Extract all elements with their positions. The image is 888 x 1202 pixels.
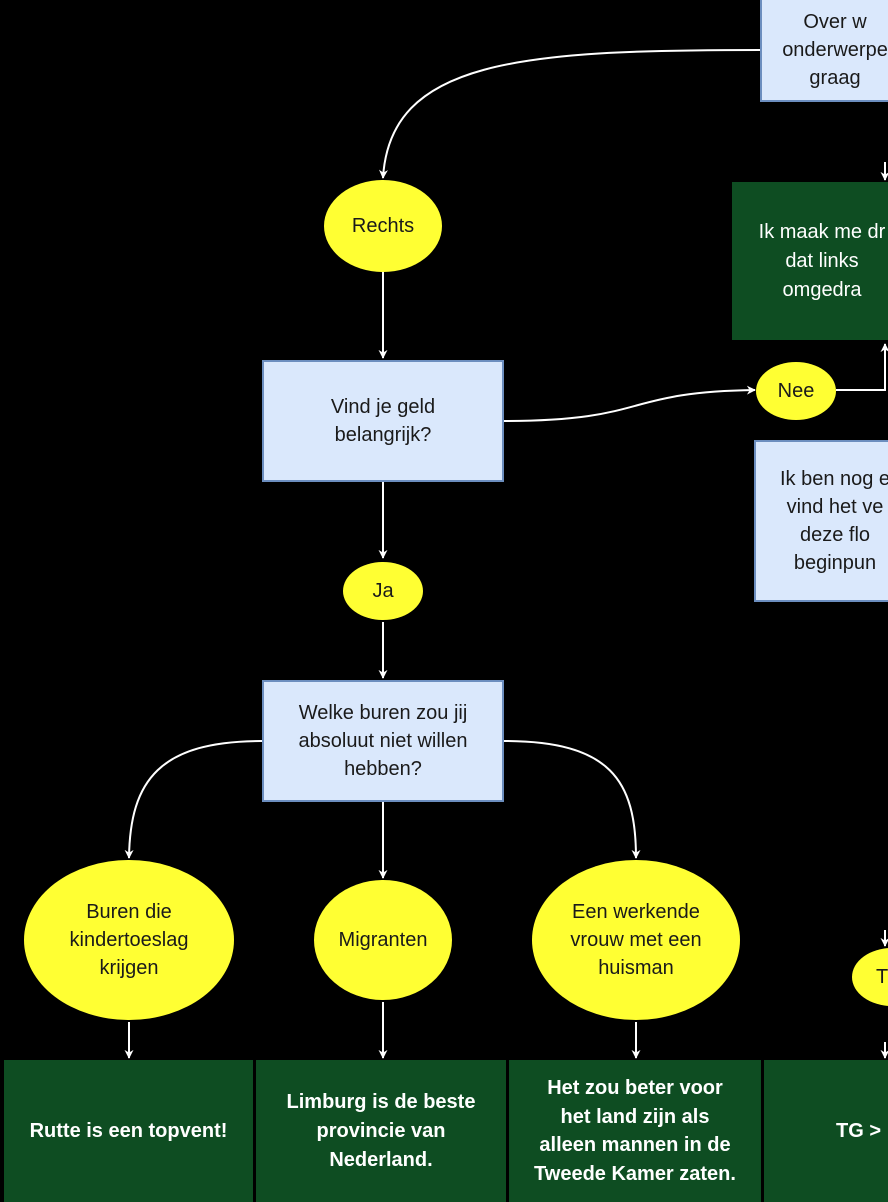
answer-werkende-vrouw-text: Een werkende vrouw met een huisman [570, 901, 702, 979]
question-money-text: Vind je geld belangrijk? [330, 396, 436, 446]
edge-neighbours-to-werkende-vrouw [503, 740, 641, 859]
outcome-worry-text: Ik maak me dr dat links omgedra [758, 220, 886, 301]
edge-money-to-nee [503, 385, 756, 422]
outcome-mannen-text: Het zou beter voor het land zijn als all… [534, 1077, 736, 1185]
answer-nee-text: Nee [777, 380, 815, 402]
answer-migranten-text: Migranten [338, 929, 428, 951]
answer-werkende-vrouw: Een werkende vrouw met een huisman [532, 860, 740, 1020]
outcome-worry-box: Ik maak me dr dat links omgedra [732, 182, 888, 340]
answer-ja: Ja [343, 562, 423, 620]
outcome-mannen: Het zou beter voor het land zijn als all… [509, 1060, 761, 1202]
answer-partial-text: T [876, 966, 888, 988]
top-question-text: Over w onderwerpe graag [782, 11, 888, 89]
edge-nee-to-worry [836, 343, 888, 391]
question-money-box: Vind je geld belangrijk? [262, 360, 504, 482]
outcome-rutte-text: Rutte is een topvent! [29, 1119, 228, 1142]
top-question-box: Over w onderwerpe graag [760, 0, 888, 102]
question-neighbours-text: Welke buren zou jij absoluut niet willen… [298, 702, 468, 780]
answer-nee: Nee [756, 362, 836, 420]
edge-top-to-rechts [378, 49, 761, 179]
answer-migranten: Migranten [314, 880, 452, 1000]
question-neighbours-box: Welke buren zou jij absoluut niet willen… [262, 680, 504, 802]
edge-neighbours-to-kindertoeslag [124, 740, 263, 859]
answer-ja-text: Ja [372, 580, 394, 602]
outcome-limburg: Limburg is de beste provincie van Nederl… [256, 1060, 506, 1202]
uncertain-box: Ik ben nog e vind het ve deze flo beginp… [754, 440, 888, 602]
answer-rechts: Rechts [324, 180, 442, 272]
outcome-tg: TG > [764, 1060, 888, 1202]
outcome-tg-text: TG > [836, 1119, 882, 1142]
outcome-rutte: Rutte is een topvent! [4, 1060, 253, 1202]
answer-kindertoeslag: Buren die kindertoeslag krijgen [24, 860, 234, 1020]
uncertain-text: Ik ben nog e vind het ve deze flo beginp… [779, 468, 888, 574]
answer-kindertoeslag-text: Buren die kindertoeslag krijgen [69, 901, 189, 979]
outcome-limburg-text: Limburg is de beste provincie van Nederl… [286, 1090, 476, 1171]
answer-rechts-text: Rechts [351, 215, 415, 237]
